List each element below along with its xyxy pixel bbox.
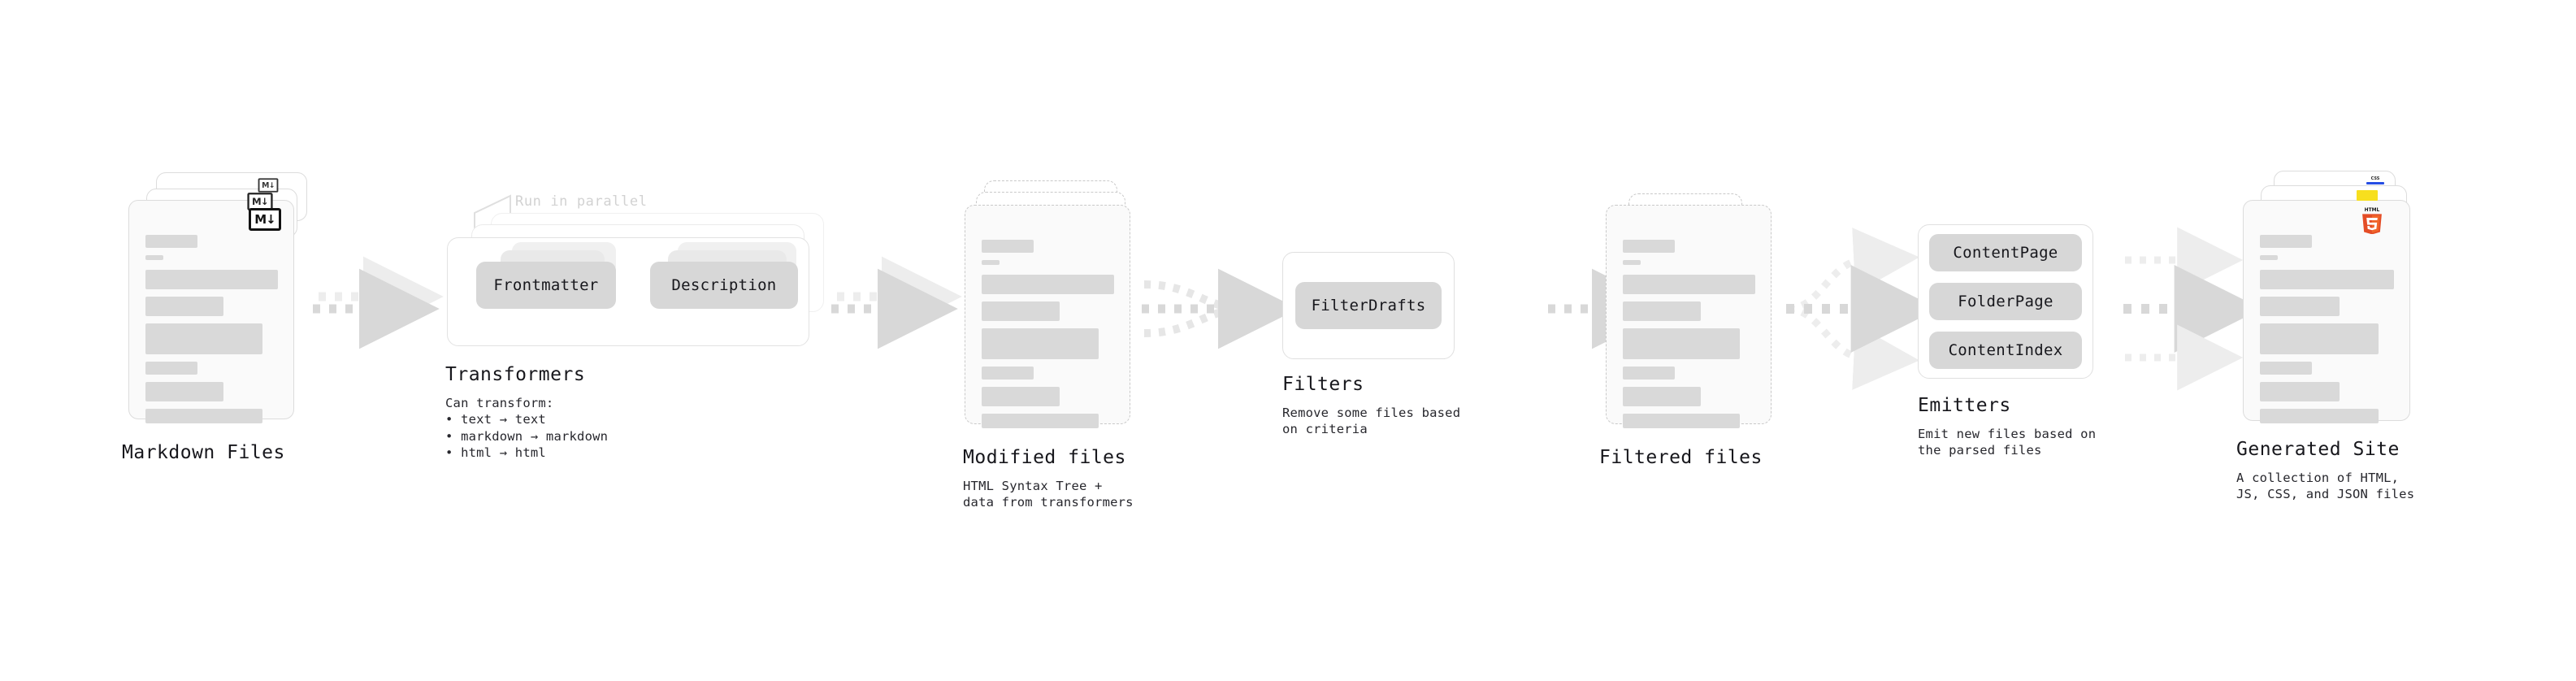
stage-subtitle-generated-site: A collection of HTML, JS, CSS, and JSON …: [2236, 471, 2415, 502]
connector-modified-to-filters: [1142, 268, 1299, 349]
md-letter: M: [262, 180, 269, 190]
pill-contentpage[interactable]: ContentPage: [1929, 234, 2082, 271]
file-content-lines: [982, 240, 1117, 436]
transformers-panel-stack: Frontmatter Description: [445, 192, 835, 346]
connector-emitters-to-site: [2123, 227, 2262, 391]
filtered-file-stack: [1599, 193, 1786, 437]
file-sheet-front: [128, 200, 294, 423]
markdown-badge-back: M↓: [258, 178, 279, 193]
css-badge-bar: [2366, 182, 2384, 184]
file-content-lines: [145, 235, 280, 431]
file-sheet-front: [1606, 205, 1772, 428]
stage-subtitle-emitters: Emit new files based on the parsed files: [1918, 427, 2097, 458]
stage-filters: FilterDrafts Filters Remove some files b…: [1282, 252, 1485, 438]
css-badge: CSS: [2366, 176, 2384, 184]
markdown-badge: M↓: [249, 208, 281, 231]
stage-title-transformers: Transformers: [445, 364, 586, 385]
stage-filtered-files: Filtered files: [1599, 193, 1786, 468]
stage-title-filters: Filters: [1282, 374, 1364, 395]
html5-badge: HTML: [2360, 206, 2384, 235]
emitters-panel-wrap: ContentPage FolderPage ContentIndex: [1918, 224, 2121, 379]
pill-description[interactable]: Description: [650, 262, 798, 309]
stage-generated-site: CSS HTML Generated Site A collection of …: [2236, 159, 2439, 503]
stage-transformers: Run in parallel Frontmatter Description …: [445, 192, 835, 462]
pill-folderpage[interactable]: FolderPage: [1929, 283, 2082, 320]
file-content-lines: [1623, 240, 1758, 436]
md-letter: M: [252, 195, 262, 207]
markdown-file-stack: M↓ M↓ M↓: [122, 163, 325, 431]
stage-subtitle-filters: Remove some files based on criteria: [1282, 406, 1461, 437]
file-content-lines: [2260, 235, 2396, 431]
generated-site-file-stack: CSS HTML: [2236, 159, 2439, 429]
md-letter: M: [254, 211, 267, 227]
pill-filterdrafts[interactable]: FilterDrafts: [1295, 282, 1442, 329]
stage-title-markdown-files: Markdown Files: [122, 442, 285, 463]
stage-markdown-files: M↓ M↓ M↓ Markdown Files: [122, 163, 325, 463]
filters-panel-wrap: FilterDrafts: [1282, 252, 1485, 359]
js-badge: [2357, 190, 2378, 201]
css-badge-label: CSS: [2370, 176, 2380, 181]
connector-filtered-to-emitters: [1786, 228, 1939, 390]
stage-title-modified-files: Modified files: [963, 447, 1126, 468]
stage-title-generated-site: Generated Site: [2236, 439, 2400, 460]
html5-shield-icon: HTML: [2362, 207, 2382, 235]
svg-text:HTML: HTML: [2365, 207, 2380, 213]
stage-subtitle-modified-files: HTML Syntax Tree + data from transformer…: [963, 479, 1134, 510]
stage-subtitle-transformers: Can transform: • text → text • markdown …: [445, 396, 609, 461]
modified-file-stack: [963, 180, 1150, 439]
connector-transformers-to-modified: [831, 256, 962, 349]
stage-title-emitters: Emitters: [1918, 395, 2011, 416]
stage-modified-files: Modified files HTML Syntax Tree + data f…: [963, 180, 1150, 511]
file-sheet-front: [965, 205, 1130, 428]
pill-frontmatter[interactable]: Frontmatter: [476, 262, 616, 309]
run-in-parallel-label: Run in parallel: [515, 193, 648, 210]
stage-emitters: ContentPage FolderPage ContentIndex Emit…: [1918, 224, 2121, 459]
pill-contentindex[interactable]: ContentIndex: [1929, 332, 2082, 369]
stage-title-filtered-files: Filtered files: [1599, 447, 1763, 468]
file-sheet-front: [2243, 200, 2410, 423]
